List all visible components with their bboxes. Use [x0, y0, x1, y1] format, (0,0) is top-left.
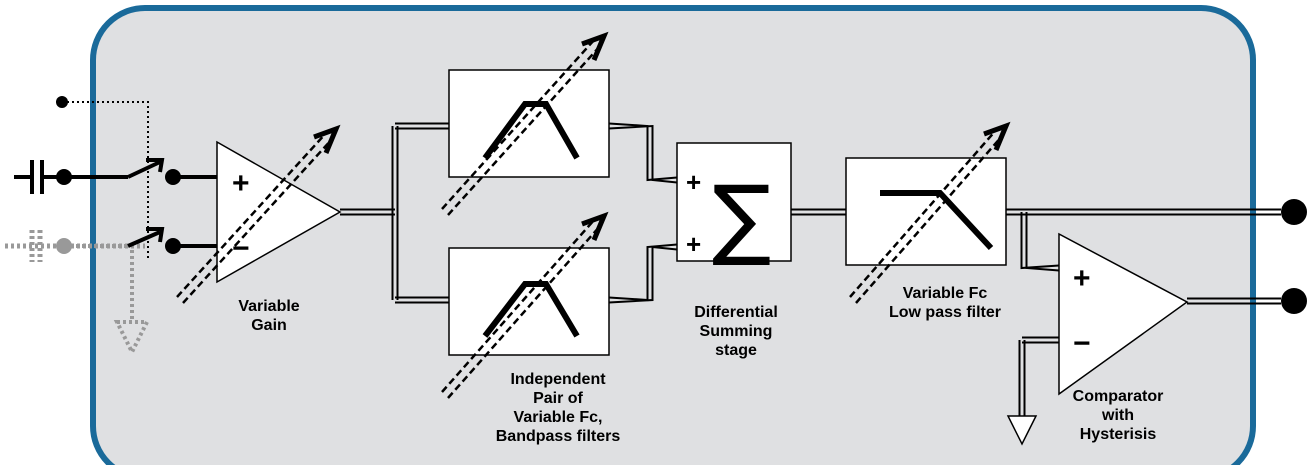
bandpass-filter-bottom — [448, 247, 610, 356]
minus-sign: − — [232, 232, 250, 265]
adjust-arrow-shaft — [441, 38, 596, 210]
adjust-arrow-shaft — [176, 131, 328, 298]
switch-contact — [165, 238, 181, 254]
plus-sign: + — [686, 229, 701, 259]
plus-sign: + — [686, 167, 701, 197]
output-terminal-icon — [1281, 199, 1307, 225]
minus-sign: − — [1073, 327, 1091, 360]
adjust-arrow-head — [581, 211, 609, 241]
adjust-arrow-head — [581, 31, 609, 61]
bandpass-response-icon — [482, 101, 580, 160]
dotted-input-terminal — [56, 96, 68, 108]
variable-adjust-arrow-icon — [176, 31, 1011, 399]
adjust-arrow-shaft — [849, 128, 998, 298]
signal-wires — [340, 122, 1281, 416]
signal-wire — [608, 245, 678, 304]
variable-gain-amplifier — [216, 140, 342, 284]
adjust-arrow-shaft — [447, 44, 602, 216]
plus-sign: + — [1073, 262, 1091, 295]
summing-stage-block — [676, 142, 792, 262]
optional-dotted-input — [5, 101, 151, 357]
signal-wire — [1025, 212, 1060, 272]
signal-wire — [608, 243, 678, 302]
diagram-frame — [90, 5, 1256, 470]
ground-icon — [1006, 415, 1038, 446]
signal-wire — [608, 122, 678, 182]
switch-contact — [165, 169, 181, 185]
adjust-arrow-shaft — [855, 134, 1004, 304]
bandpass-response-icon — [482, 281, 580, 338]
signal-wire — [608, 124, 678, 184]
output-terminal-icon — [1281, 288, 1307, 314]
adjust-arrow-shaft — [447, 224, 602, 399]
adjust-arrow-shaft — [182, 137, 334, 304]
adjust-arrow-shaft — [441, 218, 596, 393]
adjust-arrow-head — [313, 124, 341, 154]
sigma-symbol: ∑ — [712, 166, 771, 269]
comparator-with-hysteresis — [1058, 232, 1189, 396]
plus-sign: + — [232, 167, 250, 200]
adjust-arrow-head — [983, 121, 1011, 151]
signal-wire — [1020, 212, 1060, 270]
